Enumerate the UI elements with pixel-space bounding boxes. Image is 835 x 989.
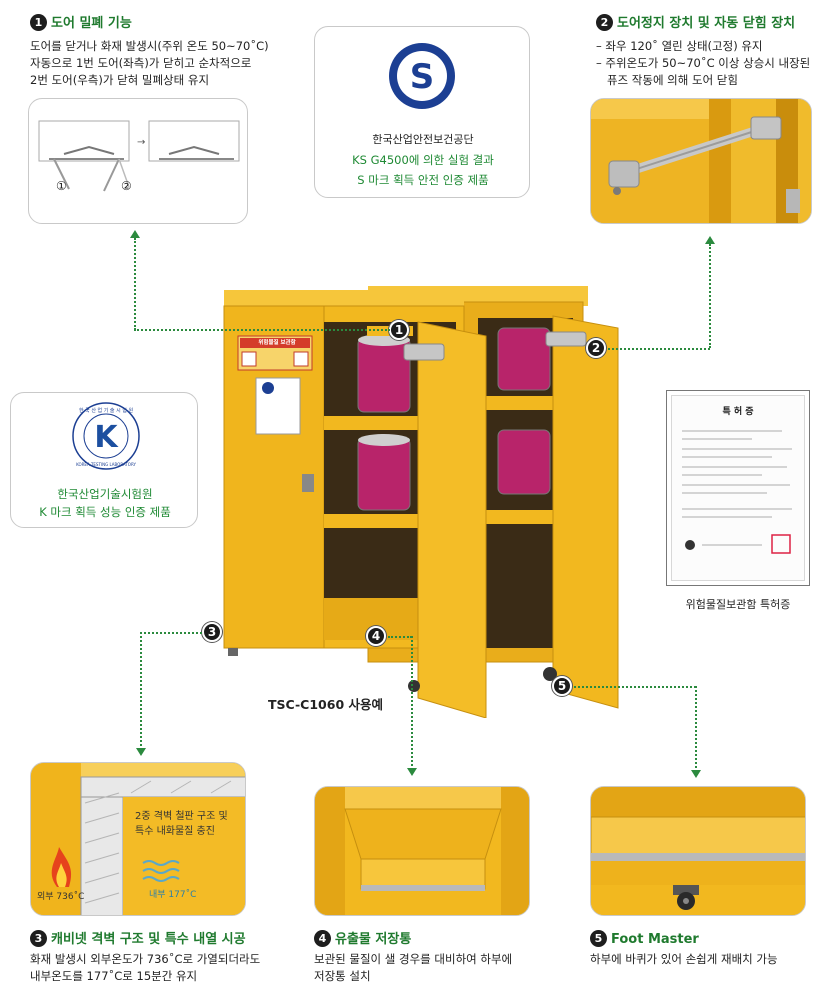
feature-2-line-1: – 좌우 120˚ 열린 상태(고정) 유지	[596, 39, 763, 53]
s-mark-logo-icon: S	[389, 43, 455, 109]
s-cert-line-2: S 마크 획득 안전 인증 제품	[357, 173, 489, 187]
svg-text:→: →	[137, 137, 145, 148]
feature-2-description: – 좌우 120˚ 열린 상태(고정) 유지 – 주위온도가 50~70˚C 이…	[596, 38, 810, 89]
arrow-up-2-icon	[705, 236, 715, 244]
feature-2-number: 2	[596, 14, 613, 31]
door-stop-photo	[590, 98, 812, 224]
diagram-label-door-1: ①	[56, 179, 67, 193]
patent-text-lines	[682, 430, 792, 554]
cabinet-product-image	[223, 286, 619, 718]
feature-2-line-3: 퓨즈 작동에 의해 도어 닫힘	[596, 73, 738, 87]
feature-3-line-2: 내부온도를 177˚C로 15분간 유지	[30, 969, 198, 983]
feature-1-line-1: 도어를 닫거나 화재 발생시(주위 온도 50~70˚C)	[30, 39, 269, 53]
patent-certificate-image: 특 허 증	[666, 390, 810, 586]
svg-text:한 국 산 업 기 술 시 험 원: 한 국 산 업 기 술 시 험 원	[79, 407, 134, 414]
diagram-label-door-2: ②	[121, 179, 132, 193]
patent-caption: 위험물질보관함 특허증	[685, 598, 791, 611]
feature-4-heading: 유출물 저장통	[335, 932, 412, 947]
feature-3-description: 화재 발생시 외부온도가 736˚C로 가열되더라도 내부온도를 177˚C로 …	[30, 951, 260, 985]
feature-1-title: 1 도어 밀폐 기능	[30, 12, 132, 31]
door-stop-mechanism-image	[591, 99, 811, 223]
product-model-label: TSC-C1060 사용예	[268, 697, 383, 712]
feature-3-number: 3	[30, 930, 47, 947]
callout-3: 3	[202, 622, 222, 642]
k-mark-cert-card: K 한 국 산 업 기 술 시 험 원 KOREA TESTING LABORA…	[10, 392, 198, 528]
wall-structure-photo: 2중 격벽 철판 구조 및 특수 내화물질 충진 외부 736˚C 내부 177…	[30, 762, 246, 916]
arrow-down-5-icon	[691, 770, 701, 778]
feature-2-title: 2 도어정지 장치 및 자동 닫힘 장치	[596, 12, 795, 31]
inner-temp-label: 내부 177˚C	[149, 890, 197, 900]
arrow-down-3-icon	[136, 748, 146, 756]
feature-1-line-2: 자동으로 1번 도어(좌측)가 닫히고 순차적으로	[30, 56, 252, 70]
feature-5-heading: Foot Master	[611, 932, 699, 947]
warning-sign-text: 위험물질 보관함	[258, 340, 296, 346]
feature-3-title: 3 캐비넷 격벽 구조 및 특수 내열 시공	[30, 928, 246, 947]
s-mark-cert-card: S 한국산업안전보건공단 KS G4500에 의한 실험 결과 S 마크 획득 …	[314, 26, 530, 198]
patent-doc-title: 특 허 증	[722, 407, 754, 417]
callout-5: 5	[552, 676, 572, 696]
wall-panel-text: 2중 격벽 철판 구조 및 특수 내화물질 충진	[135, 809, 228, 839]
foot-master-photo	[590, 786, 806, 916]
k-mark-logo-icon: K 한 국 산 업 기 술 시 험 원 KOREA TESTING LABORA…	[72, 402, 140, 470]
callout-4: 4	[366, 626, 386, 646]
callout-1: 1	[389, 320, 409, 340]
feature-1-number: 1	[30, 14, 47, 31]
feature-1-description: 도어를 닫거나 화재 발생시(주위 온도 50~70˚C) 자동으로 1번 도어…	[30, 38, 269, 89]
feature-2-heading: 도어정지 장치 및 자동 닫힘 장치	[617, 16, 796, 31]
feature-4-line-2: 저장통 설치	[314, 969, 371, 983]
k-cert-org: 한국산업기술시험원	[57, 487, 153, 501]
feature-2-line-2: – 주위온도가 50~70˚C 이상 상승시 내장된	[596, 56, 811, 70]
feature-1-heading: 도어 밀폐 기능	[51, 16, 132, 31]
svg-text:S: S	[410, 57, 435, 97]
wall-structure-image	[31, 763, 245, 915]
door-seal-diagram-card: → ① ②	[28, 98, 248, 224]
feature-4-line-1: 보관된 물질이 샐 경우를 대비하여 하부에	[314, 952, 513, 966]
s-cert-line-1: KS G4500에 의한 실험 결과	[352, 153, 494, 167]
svg-text:KOREA TESTING LABORATORY: KOREA TESTING LABORATORY	[76, 462, 136, 467]
feature-5-description: 하부에 바퀴가 있어 손쉽게 재배치 가능	[590, 951, 778, 968]
s-cert-org: 한국산업안전보건공단	[372, 133, 474, 146]
door-seal-diagram: →	[38, 120, 240, 192]
outer-temp-label: 외부 736˚C	[37, 892, 85, 902]
spill-tray-photo	[314, 786, 530, 916]
arrow-up-1-icon	[130, 230, 140, 238]
feature-4-number: 4	[314, 930, 331, 947]
feature-3-heading: 캐비넷 격벽 구조 및 특수 내열 시공	[51, 932, 246, 947]
wall-panel-text-line-1: 2중 격벽 철판 구조 및	[135, 811, 228, 822]
foot-master-image	[591, 787, 805, 915]
feature-1-line-3: 2번 도어(우측)가 닫혀 밀폐상태 유지	[30, 73, 210, 87]
wall-panel-text-line-2: 특수 내화물질 충진	[135, 826, 215, 837]
feature-5-line-1: 하부에 바퀴가 있어 손쉽게 재배치 가능	[590, 952, 778, 966]
feature-3-line-1: 화재 발생시 외부온도가 736˚C로 가열되더라도	[30, 952, 261, 966]
feature-4-title: 4 유출물 저장통	[314, 928, 411, 947]
callout-2: 2	[586, 338, 606, 358]
feature-4-description: 보관된 물질이 샐 경우를 대비하여 하부에 저장통 설치	[314, 951, 512, 985]
feature-5-title: 5 Foot Master	[590, 928, 699, 947]
svg-text:K: K	[94, 420, 119, 455]
spill-tray-image	[315, 787, 529, 915]
k-cert-line-1: K 마크 획득 성능 인증 제품	[39, 505, 171, 519]
arrow-down-4-icon	[407, 768, 417, 776]
feature-5-number: 5	[590, 930, 607, 947]
